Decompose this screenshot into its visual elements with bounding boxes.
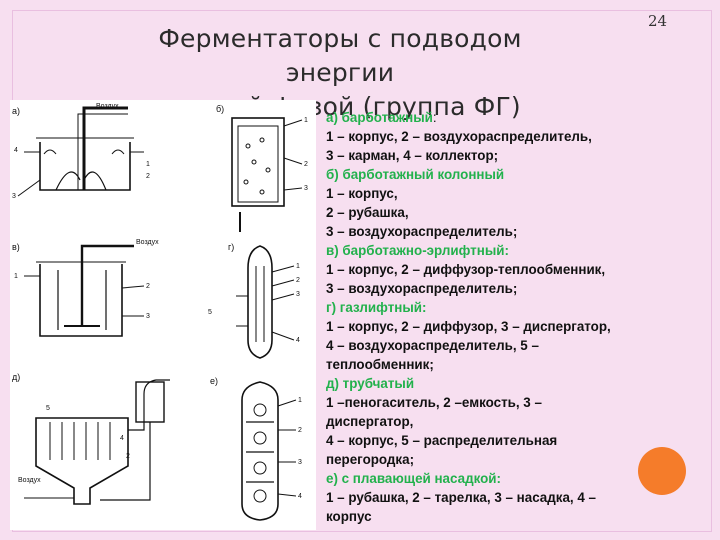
num-b-2: 2 [304, 161, 308, 168]
num-d-2: 2 [126, 453, 130, 460]
panel-a: а) Воздух 4 1 2 3 [12, 103, 150, 200]
line-d-4: перегородка; [326, 452, 415, 467]
slide-title: Ферментаторы с подводом энергии газовой … [120, 22, 560, 124]
num-b-3: 3 [304, 185, 308, 192]
line-e-1: 1 – рубашка, 2 – тарелка, 3 – насадка, 4… [326, 490, 596, 505]
heading-g: г) газлифтный: [326, 300, 427, 315]
num-e-1: 1 [298, 397, 302, 404]
line-g-2: 4 – воздухораспределитель, 5 – [326, 338, 539, 353]
label-e: е) [210, 376, 218, 386]
fermenter-diagram: а) Воздух 4 1 2 3 б) [10, 100, 316, 530]
label-d: д) [12, 372, 20, 382]
decorative-circle [638, 447, 686, 495]
panel-e: е) 1 2 3 4 [210, 376, 302, 521]
num-a-2: 2 [146, 173, 150, 180]
line-b-2: 2 – рубашка, [326, 205, 409, 220]
label-a: а) [12, 106, 20, 116]
air-label-d: Воздух [18, 477, 41, 484]
panel-v: в) Воздух 1 2 3 [12, 239, 159, 337]
label-v: в) [12, 242, 20, 252]
panel-d: д) Воздух 5 4 2 [12, 372, 170, 505]
line-v-1: 1 – корпус, 2 – диффузор-теплообменник, [326, 262, 606, 277]
label-b: б) [216, 104, 224, 114]
page-number: 24 [648, 12, 668, 30]
line-e-2: корпус [326, 509, 372, 524]
num-d-5: 5 [46, 405, 50, 412]
line-b-1: 1 – корпус, [326, 186, 398, 201]
line-a-2: 3 – карман, 4 – коллектор; [326, 148, 499, 163]
heading-a: а) барботажный: [326, 110, 437, 125]
num-v-1: 1 [14, 273, 18, 280]
line-g-3: теплообменник; [326, 357, 434, 372]
air-label-v: Воздух [136, 239, 159, 246]
line-d-3: 4 – корпус, 5 – распределительная [326, 433, 558, 448]
line-d-1: 1 –пеногаситель, 2 –емкость, 3 – [326, 395, 542, 410]
label-g: г) [228, 242, 234, 252]
num-g-4: 4 [296, 337, 300, 344]
title-line-1: Ферментаторы с подводом энергии [158, 24, 522, 87]
num-e-2: 2 [298, 427, 302, 434]
num-a-4: 4 [14, 147, 18, 154]
line-b-3: 3 – воздухораспределитель; [326, 224, 518, 239]
line-v-2: 3 – воздухораспределитель; [326, 281, 518, 296]
num-a-1: 1 [146, 161, 150, 168]
num-v-3: 3 [146, 313, 150, 320]
line-g-1: 1 – корпус, 2 – диффузор, 3 – диспергато… [326, 319, 611, 334]
num-e-4: 4 [298, 493, 302, 500]
heading-b: б) барботажный колонный [326, 167, 505, 182]
num-g-5: 5 [208, 309, 212, 316]
line-a-1: 1 – корпус, 2 – воздухораспределитель, [326, 129, 592, 144]
heading-e: е) с плавающей насадкой: [326, 471, 501, 486]
heading-v: в) барботажно-эрлифтный: [326, 243, 509, 258]
panel-b: б) 1 2 3 [216, 104, 308, 232]
heading-d: д) трубчатый [326, 376, 415, 391]
num-a-3: 3 [12, 193, 16, 200]
num-e-3: 3 [298, 459, 302, 466]
num-d-4: 4 [120, 435, 124, 442]
panel-g: г) 1 2 3 4 5 [208, 242, 300, 359]
line-d-2: диспергатор, [326, 414, 414, 429]
num-g-2: 2 [296, 277, 300, 284]
num-b-1: 1 [304, 117, 308, 124]
num-g-3: 3 [296, 291, 300, 298]
num-v-2: 2 [146, 283, 150, 290]
legend-text: а) барботажный: 1 – корпус, 2 – воздухор… [326, 108, 716, 526]
num-g-1: 1 [296, 263, 300, 270]
